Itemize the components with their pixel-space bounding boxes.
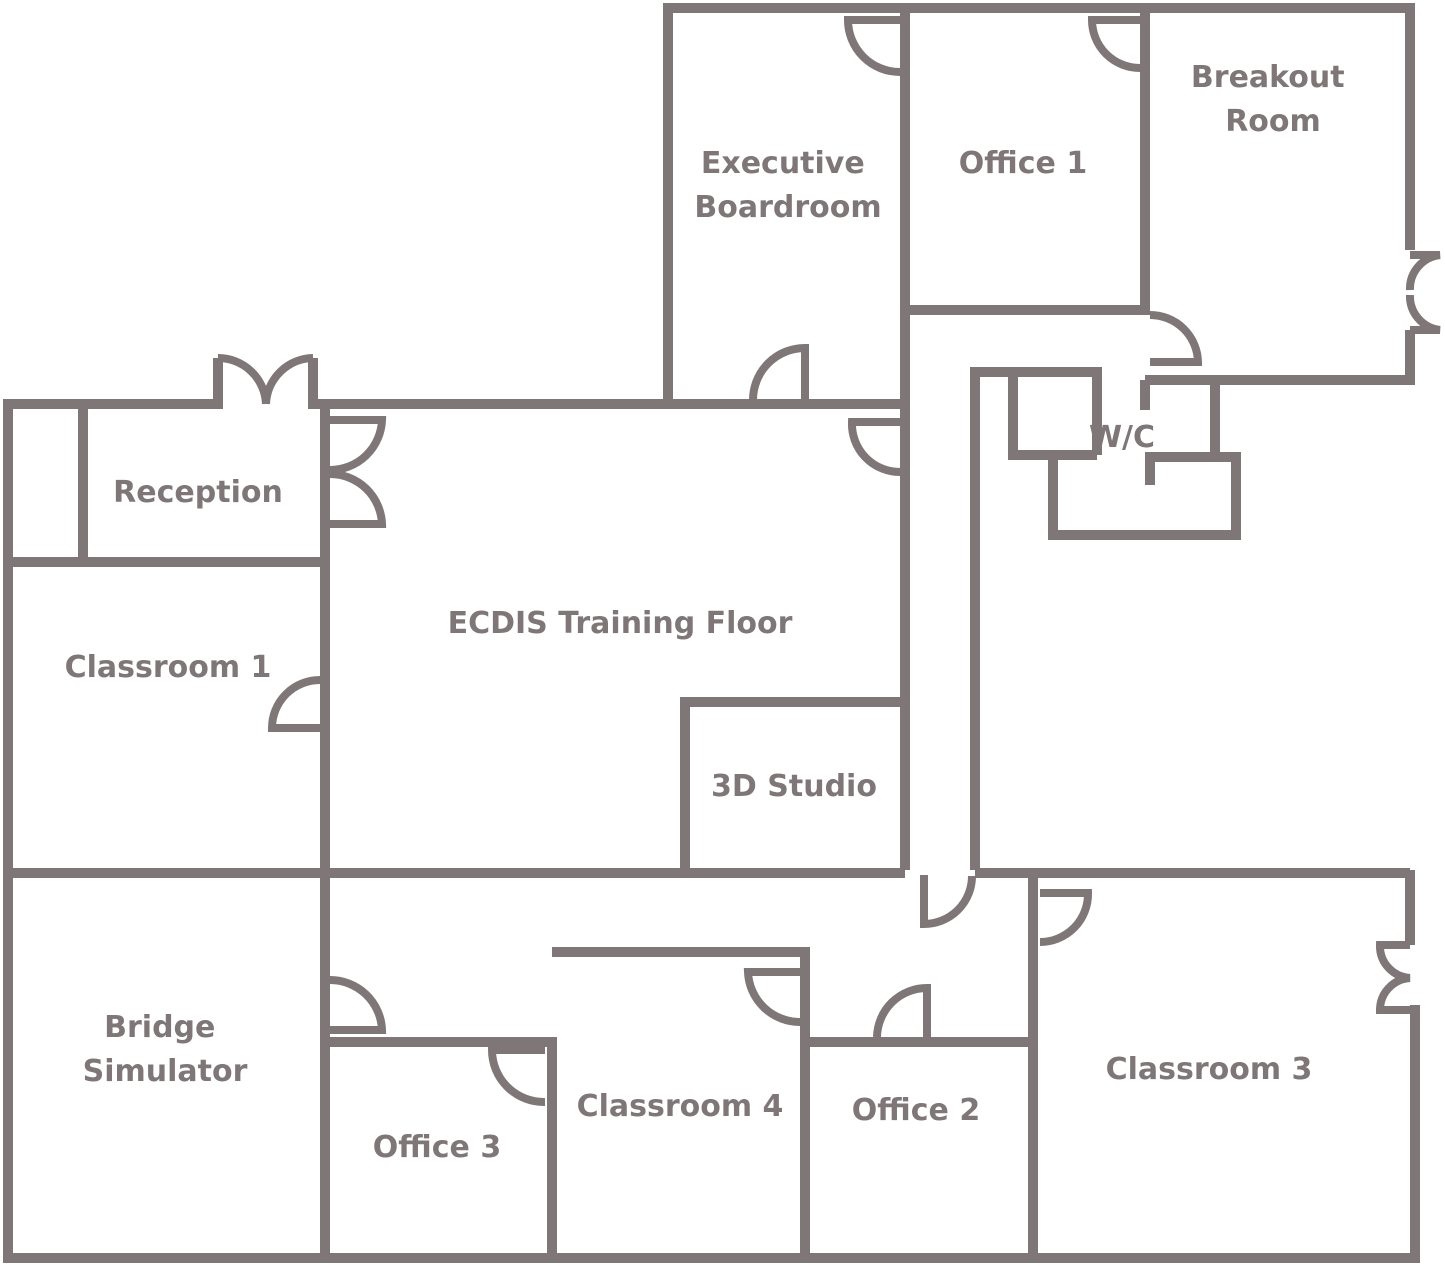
door-bridge-corridor <box>329 976 387 1034</box>
door-breakout-exterior-lower <box>1406 294 1441 334</box>
door-executive-top <box>843 16 901 76</box>
door-breakout-corridor <box>1149 311 1203 366</box>
door-breakout-exterior-upper <box>1406 251 1441 291</box>
door-office-3 <box>487 1046 546 1107</box>
door-executive-boardroom <box>749 343 809 401</box>
door-classroom-1 <box>267 676 321 732</box>
wall-3d-studio <box>680 697 905 873</box>
wall-corridor-right <box>970 367 1102 870</box>
label-office-1: Office 1 <box>959 146 1087 181</box>
door-ecdis-lower <box>329 470 387 528</box>
wall-office3 <box>325 1037 557 1258</box>
door-ecdis-upper <box>329 416 387 474</box>
door-corridor <box>920 875 976 929</box>
door-office-1 <box>1087 16 1141 72</box>
door-ecdis-top-right <box>847 418 901 477</box>
label-office-2: Office 2 <box>852 1093 980 1128</box>
label-classroom-4: Classroom 4 <box>577 1089 784 1124</box>
label-office-3: Office 3 <box>373 1130 501 1165</box>
label-classroom-3: Classroom 3 <box>1106 1052 1313 1087</box>
door-classroom-4 <box>743 968 801 1026</box>
label-wc: W/C <box>1089 420 1155 455</box>
doors <box>217 16 1441 1107</box>
door-entrance-right <box>262 354 314 405</box>
label-3d-studio: 3D Studio <box>711 769 877 804</box>
walls <box>3 3 1420 1263</box>
door-classroom-3-exterior <box>1375 941 1411 1014</box>
label-executive-boardroom: Executive Boardroom <box>694 146 881 225</box>
wall-wc-block <box>1008 372 1241 540</box>
label-classroom-1: Classroom 1 <box>65 650 272 685</box>
door-classroom-3 <box>1039 889 1093 946</box>
label-breakout-room: Breakout Room <box>1191 60 1355 139</box>
label-ecdis-training-floor: ECDIS Training Floor <box>448 606 793 641</box>
door-office-2 <box>873 983 931 1038</box>
door-entrance-left <box>217 353 270 405</box>
label-bridge-simulator: Bridge Simulator <box>83 1010 248 1089</box>
label-reception: Reception <box>113 475 283 510</box>
outer-wall <box>3 3 1420 1263</box>
room-labels: Executive Boardroom Office 1 Breakout Ro… <box>65 60 1355 1165</box>
wall-classroom4 <box>552 947 810 1258</box>
